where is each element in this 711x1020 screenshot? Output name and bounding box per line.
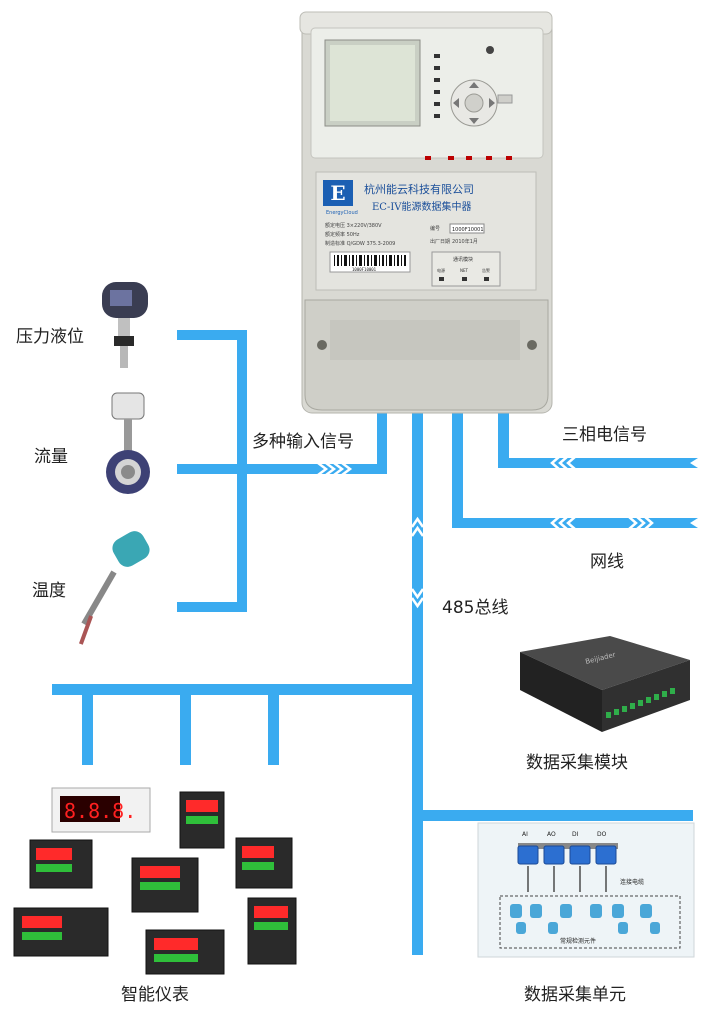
meter-status-1: 电源 xyxy=(437,267,445,273)
label-flow: 流量 xyxy=(34,447,68,467)
unit-cable-label: 连接电缆 xyxy=(620,878,644,886)
meter-status-title: 通讯模块 xyxy=(453,256,473,263)
smart-instruments: 8.8.8. xyxy=(13,787,297,975)
meter-spec-2: 额定频率 50Hz xyxy=(325,231,360,238)
meter-date-value: 2010年1月 xyxy=(452,238,478,245)
pressure-transmitter xyxy=(102,282,148,368)
unit-label-ai: AI xyxy=(522,831,528,838)
unit-sensor-label: 常规检测元件 xyxy=(560,937,596,945)
meter-brand: EnergyCloud xyxy=(326,210,358,216)
acquisition-unit: AI AO DI DO 连接电缆 常规检测元件 xyxy=(477,822,695,958)
meter-spec-3: 制造标准 Q/GDW 375.3-2009 xyxy=(325,240,395,247)
acquisition-module: Beijiader xyxy=(520,636,690,732)
label-smart-meter: 智能仪表 xyxy=(121,985,189,1005)
flow-meter xyxy=(106,392,150,494)
label-485-bus: 485总线 xyxy=(442,598,509,618)
unit-label-ao: AO xyxy=(547,831,556,838)
meter-serial-label: 编号 xyxy=(430,225,440,232)
energy-concentrator: E EnergyCloud 杭州能云科技有限公司 EC-IV能源数据集中器 额定… xyxy=(299,11,553,414)
unit-label-do: DO xyxy=(597,831,607,838)
svg-text:E: E xyxy=(330,181,345,205)
temperature-sensor xyxy=(78,531,150,645)
label-acq-unit: 数据采集单元 xyxy=(524,985,626,1005)
meter-model: EC-IV能源数据集中器 xyxy=(372,200,472,213)
red-display-value: 8.8.8. xyxy=(64,799,136,823)
label-multi-input: 多种输入信号 xyxy=(252,432,354,452)
unit-label-di: DI xyxy=(572,831,579,838)
meter-spec-1: 额定电压 3×220V/380V xyxy=(325,222,382,229)
label-temperature: 温度 xyxy=(32,581,66,601)
meter-company: 杭州能云科技有限公司 xyxy=(364,182,474,196)
label-acq-module: 数据采集模块 xyxy=(526,753,628,773)
meter-status-2: NET xyxy=(460,268,469,273)
meter-barcode-text: 1000F10001 xyxy=(352,267,377,272)
label-pressure-level: 压力液位 xyxy=(16,327,84,347)
meter-serial-value: 1000F10001 xyxy=(452,227,484,233)
meter-date-label: 出厂日期 xyxy=(430,238,450,245)
label-network: 网线 xyxy=(590,552,624,572)
bus-lines xyxy=(52,330,698,955)
label-three-phase: 三相电信号 xyxy=(562,425,647,445)
meter-status-3: 告警 xyxy=(482,267,490,273)
flow-arrows xyxy=(317,455,654,609)
